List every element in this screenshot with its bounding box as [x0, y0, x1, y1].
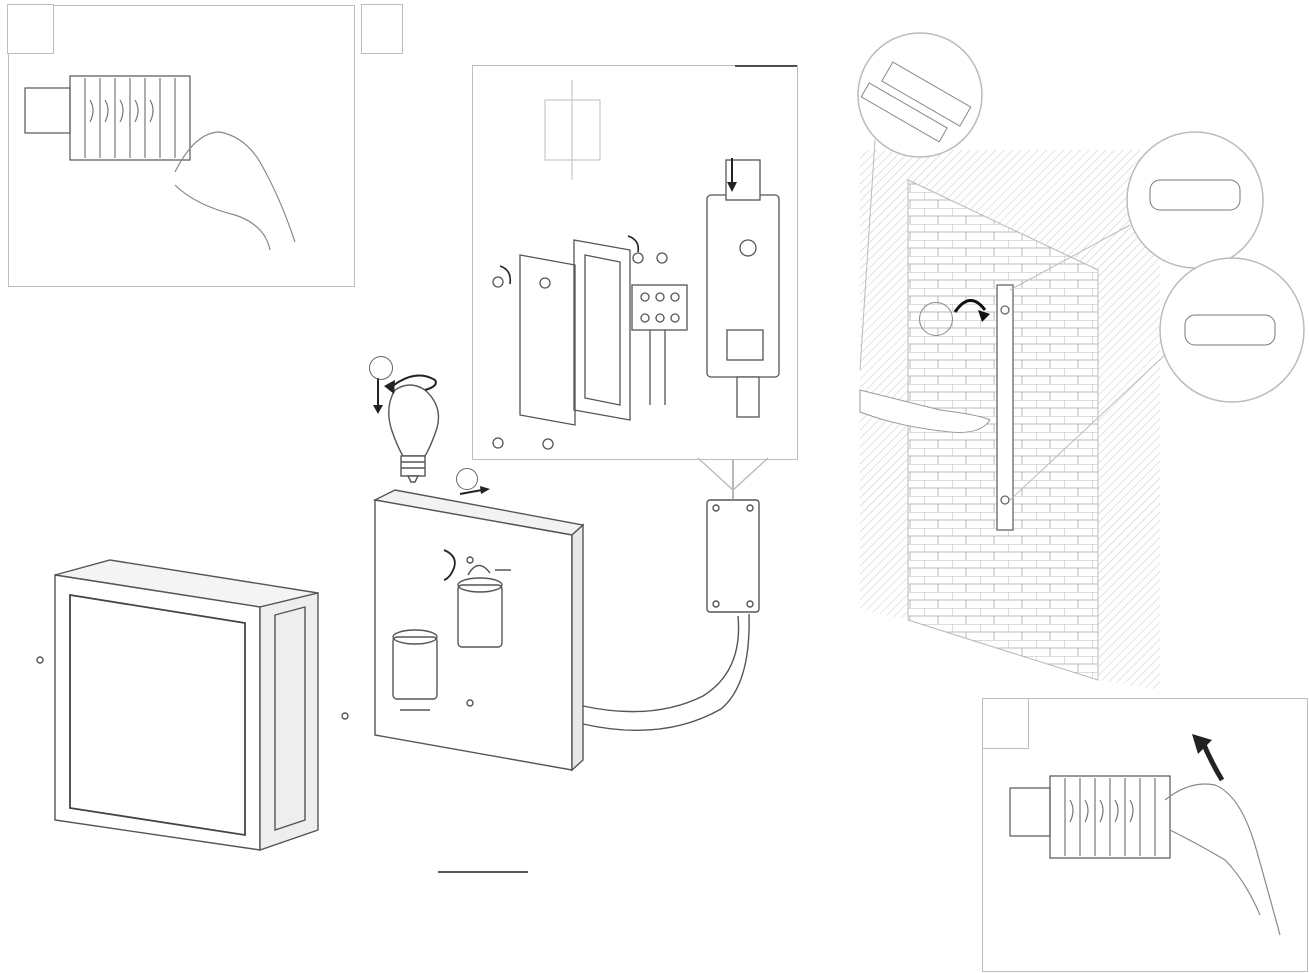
wall-mount-illustration	[857, 32, 1305, 690]
bulb-rotate-arrow	[389, 374, 437, 391]
panel-letter-box	[982, 698, 1029, 749]
base-plate	[372, 489, 585, 772]
panel-corner-box	[361, 4, 403, 54]
breaker-off-panel	[7, 4, 403, 287]
light-bulb	[388, 384, 440, 483]
step-circle-8	[369, 356, 393, 380]
breaker-on-illustration	[1009, 734, 1281, 936]
connector-exploded-view	[492, 80, 780, 450]
breaker-off-illustration	[24, 75, 296, 251]
lamp-housing	[36, 559, 349, 851]
connector-box	[697, 457, 769, 613]
breaker-on-panel	[982, 698, 1308, 972]
step-circle-4	[919, 302, 953, 336]
step-circle-6	[456, 468, 478, 490]
panel-letter-box	[7, 4, 54, 54]
supply-cable	[582, 613, 750, 732]
